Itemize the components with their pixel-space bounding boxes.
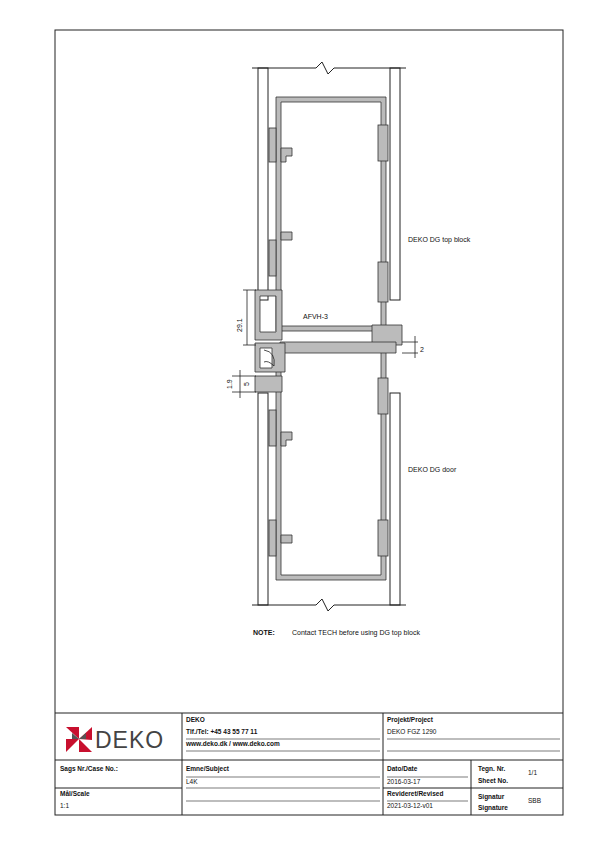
scale-value: 1:1 [60,803,69,810]
field-label: Sags Nr./Case No.: [60,766,118,773]
field-label: Signature [478,805,508,812]
subject-value: L4K [186,779,198,786]
field-label: Dato/Date [387,766,417,773]
signature-value: SBB [528,798,541,805]
logo-text: DEKO [95,729,164,752]
field-label: Tegn. Nr. [478,766,505,773]
field-label: Emne/Subject [186,766,229,773]
website: www.deko.dk / www.deko.com [186,741,280,748]
project-name: DEKO FGZ 1290 [387,729,437,736]
field-label: Projekt/Project [387,717,433,724]
part-name: DEKO DG door [408,466,456,473]
sheet-value: 1/1 [528,770,537,777]
dimension: 1.9 [226,379,233,389]
field-label: Sheet No. [478,778,508,785]
dimension: 2 [420,346,424,353]
part-name: AFVH-3 [303,313,328,320]
date-value: 2016-03-17 [387,779,420,786]
dimension: 29.1 [236,318,243,332]
dimension: 5 [243,382,250,386]
field-label: Mål/Scale [60,791,90,798]
note-label: NOTE: [253,629,275,636]
part-name: DEKO DG top block [408,236,470,243]
company-name: DEKO [186,717,205,724]
phone: Tlf./Tel: +45 43 55 77 11 [186,729,257,736]
field-label: Signatur [478,794,504,801]
revision-value: 2021-03-12-v01 [387,803,433,810]
note-text: Contact TECH before using DG top block [292,629,420,636]
field-label: Revideret/Revised [387,791,443,798]
